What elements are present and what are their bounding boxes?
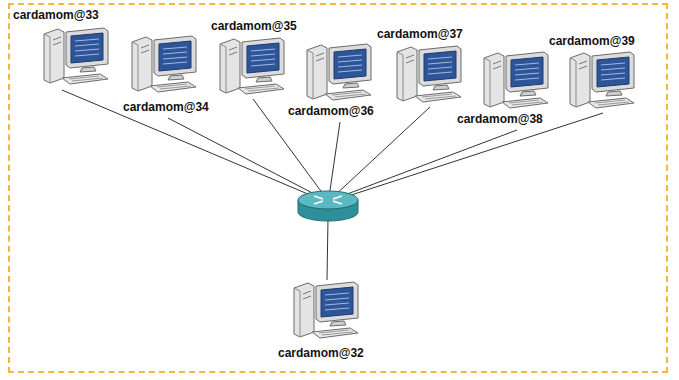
computer-icon [568,50,638,110]
wire [327,218,328,280]
wire [168,118,324,199]
wire [336,113,603,200]
computer-icon [482,50,552,110]
computer-node: cardamom@35 [218,36,288,96]
wire [332,107,430,198]
host-label: cardamom@35 [210,19,298,33]
computer-icon [218,36,288,96]
wire [329,122,340,197]
host-label: cardamom@36 [287,104,375,118]
host-label: cardamom@34 [122,100,210,114]
computer-icon [130,34,200,94]
computer-icon [395,44,465,104]
computer-node: cardamom@34 [130,34,200,94]
computer-node: cardamom@36 [305,42,375,102]
host-label: cardamom@37 [376,27,464,41]
computer-icon [305,42,375,102]
computer-node: cardamom@39 [568,50,638,110]
computer-icon [292,280,362,340]
host-label: cardamom@32 [277,346,365,360]
computer-node: cardamom@38 [482,50,552,110]
host-label: cardamom@33 [12,8,100,22]
router-symbol [298,191,358,221]
computer-node: cardamom@37 [395,44,465,104]
wire [334,130,517,199]
host-label: cardamom@38 [456,112,544,126]
wire [62,90,322,200]
host-label: cardamom@39 [548,34,636,48]
computer-icon [42,26,112,86]
computer-node: cardamom@33 [42,26,112,86]
computer-node: cardamom@32 [292,280,362,340]
